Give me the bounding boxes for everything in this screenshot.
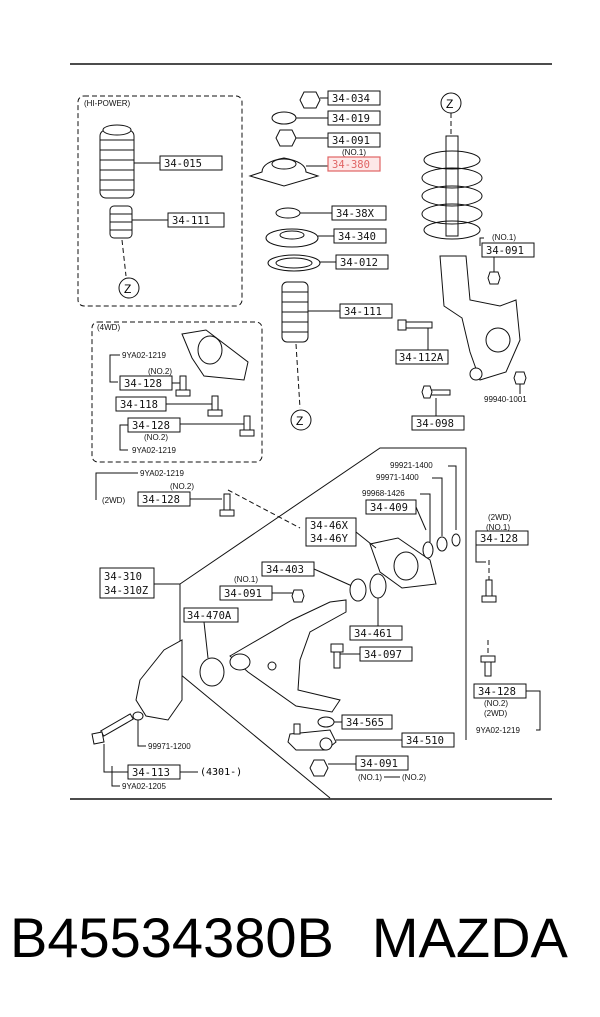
label-34-091-lower: 34-091 <box>224 588 262 600</box>
code-4301: (4301-) <box>200 767 242 778</box>
bolt-34-113 <box>91 713 134 745</box>
caption: B45534380B MAZDA <box>10 898 590 978</box>
label-34-46X: 34-46X <box>310 520 349 532</box>
label-34-128-2wd-right: 34-128 <box>480 533 518 545</box>
insulator-part <box>267 254 321 272</box>
dust-boot-part <box>99 124 135 199</box>
bolt-2wd-right-bottom <box>480 655 496 677</box>
bolt-2wd-right-top <box>481 579 497 603</box>
label-34-403: 34-403 <box>266 564 304 576</box>
bolt-4wd-c <box>239 415 255 437</box>
part-9ya02-1205: 9YA02-1205 <box>122 782 166 791</box>
label-34-470A: 34-470A <box>187 610 232 622</box>
label-34-091-top: 34-091 <box>332 135 370 147</box>
caption-brand: MAZDA <box>371 906 568 969</box>
parts-diagram: (HI-POWER) 34-015 34-111 Z 34-034 34-019… <box>70 63 552 800</box>
part-99971-1400: 99971-1400 <box>376 473 419 482</box>
label-34-38X: 34-38X <box>336 208 375 220</box>
label-34-034: 34-034 <box>332 93 370 105</box>
label-34-118: 34-118 <box>120 399 158 411</box>
label-34-098: 34-098 <box>416 418 454 430</box>
bolt-4wd-b <box>207 395 223 417</box>
spring-seat-part <box>265 228 319 248</box>
bolt-34-098 <box>421 385 451 399</box>
label-34-128-2wd-left: 34-128 <box>142 494 180 506</box>
lower-control-arm-part <box>199 599 347 713</box>
bolt-2wd-left <box>219 493 235 517</box>
svg-text:Z: Z <box>296 414 303 428</box>
part-9ya02-1219-b: 9YA02-1219 <box>132 446 176 455</box>
no1-2wd-right: (NO.1) <box>486 523 510 532</box>
ball-joint-part <box>287 723 337 751</box>
no2-2wd-right: (NO.2) <box>484 699 508 708</box>
hi-power-label: (HI-POWER) <box>84 99 131 108</box>
label-34-091-balljoint: 34-091 <box>360 758 398 770</box>
svg-text:Z: Z <box>124 282 131 296</box>
label-34-310: 34-310 <box>104 571 142 583</box>
label-34-380-highlighted: 34-380 <box>332 159 370 171</box>
4wd-label: (4WD) <box>97 323 120 332</box>
label-34-111: 34-111 <box>344 306 382 318</box>
knuckle-part <box>439 255 521 381</box>
bushing-bracket-part <box>369 533 461 589</box>
mount-nut-part <box>275 129 297 147</box>
washers-lower <box>349 573 387 602</box>
label-34-097: 34-097 <box>364 649 402 661</box>
z-marker-2: Z <box>290 409 312 431</box>
no1-strut: (NO.1) <box>492 233 516 242</box>
washer-part <box>275 207 301 219</box>
strut-mount-part <box>248 157 320 187</box>
bolt-34-112A <box>397 319 433 331</box>
no1-lower: (NO.1) <box>234 575 258 584</box>
coil-spring-part <box>421 135 483 240</box>
part-9ya02-1219-d: 9YA02-1219 <box>476 726 520 735</box>
part-9ya02-1219-a: 9YA02-1219 <box>122 351 166 360</box>
lower-region-outline <box>179 447 467 640</box>
label-34-128-4wd: 34-128 <box>124 378 162 390</box>
nut-part <box>299 91 321 109</box>
crossmember-part <box>135 639 183 721</box>
part-9ya02-1219-c: 9YA02-1219 <box>140 469 184 478</box>
label-34-46Y: 34-46Y <box>310 533 349 545</box>
no1-top: (NO.1) <box>342 148 366 157</box>
z-marker-3: Z <box>440 92 462 114</box>
no2-4wd-b: (NO.2) <box>144 433 168 442</box>
svg-text:Z: Z <box>446 97 453 111</box>
2wd-right-top-label: (2WD) <box>488 513 511 522</box>
caption-part-number: B45534380B <box>10 906 334 969</box>
z-marker-1: Z <box>118 277 140 299</box>
label-34-310Z: 34-310Z <box>104 585 148 597</box>
no2-2wd-left: (NO.2) <box>170 482 194 491</box>
strut-boot-part <box>281 281 309 343</box>
no2-balljoint: (NO.2) <box>402 773 426 782</box>
label-34-091-strut: 34-091 <box>486 245 524 257</box>
no1-balljoint: (NO.1) <box>358 773 382 782</box>
bracket-4wd-part <box>181 329 249 381</box>
label-34-510: 34-510 <box>406 735 444 747</box>
label-34-340: 34-340 <box>338 231 376 243</box>
part-99921-1400: 99921-1400 <box>390 461 433 470</box>
2wd-left-label: (2WD) <box>102 496 125 505</box>
label-34-015: 34-015 <box>164 158 202 170</box>
label-34-128-2wd-right-b: 34-128 <box>478 686 516 698</box>
label-34-113: 34-113 <box>132 767 170 779</box>
label-34-128-4wd-b: 34-128 <box>132 420 170 432</box>
label-34-461: 34-461 <box>354 628 392 640</box>
part-99940-1001: 99940-1001 <box>484 395 527 404</box>
label-34-019: 34-019 <box>332 113 370 125</box>
2wd-right-bottom-label: (2WD) <box>484 709 507 718</box>
part-99968-1426: 99968-1426 <box>362 489 405 498</box>
hi-power-group <box>77 95 243 307</box>
label-34-111-hi: 34-111 <box>172 215 210 227</box>
bump-stop-part <box>109 205 133 239</box>
no2-4wd-a: (NO.2) <box>148 367 172 376</box>
label-34-409: 34-409 <box>370 502 408 514</box>
label-34-012: 34-012 <box>340 257 378 269</box>
bolt-4wd-a <box>175 375 191 397</box>
part-99971-1200: 99971-1200 <box>148 742 191 751</box>
cap-part <box>271 111 297 125</box>
bolt-34-097 <box>330 643 344 669</box>
label-34-112A: 34-112A <box>399 352 444 364</box>
label-34-565: 34-565 <box>346 717 384 729</box>
